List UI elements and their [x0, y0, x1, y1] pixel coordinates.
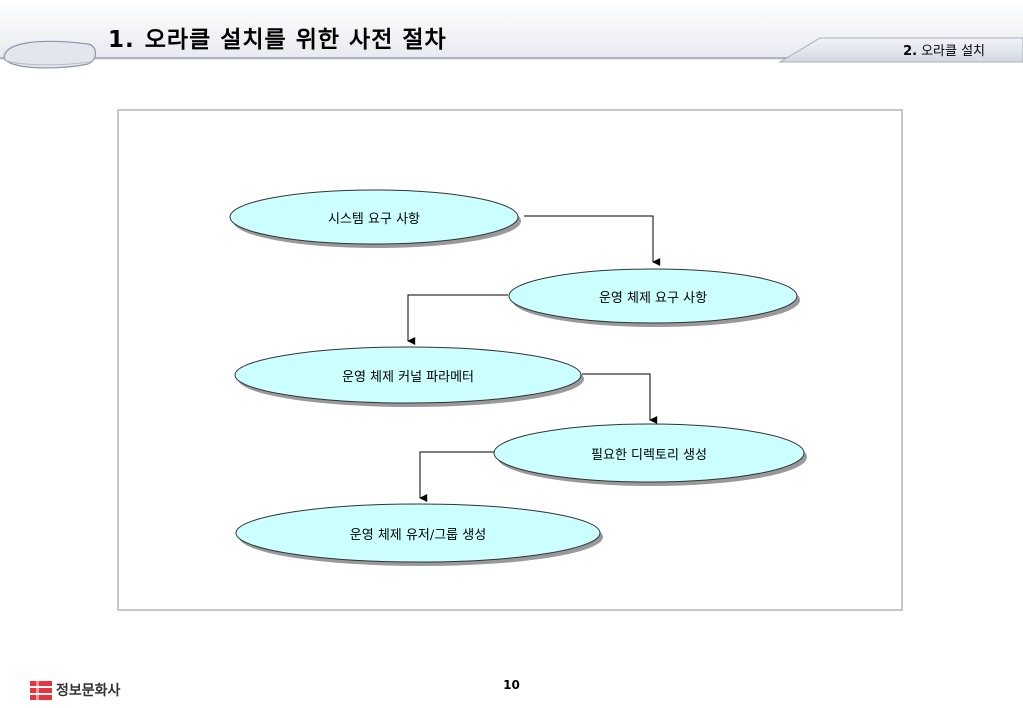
- slide-header: 1. 오라클 설치를 위한 사전 절차 2.오라클 설치: [0, 0, 1023, 72]
- node-os-requirements: [508, 268, 800, 327]
- mouse-decoration-icon: [3, 40, 97, 69]
- header-background: [0, 0, 1023, 69]
- connector-3-4: [582, 373, 658, 424]
- node-create-directories: [493, 423, 807, 486]
- node-label: 운영 체제 유저/그룹 생성: [349, 528, 487, 543]
- section-label: 2.오라클 설치: [903, 40, 985, 59]
- node-label: 운영 체제 요구 사항: [598, 291, 708, 306]
- diagram-frame: [117, 109, 903, 611]
- publisher-logo-icon: [30, 681, 52, 700]
- section-number: 2.: [903, 44, 918, 59]
- node-label: 운영 체제 커널 파라메터: [342, 370, 474, 385]
- page-number: 10: [503, 678, 520, 692]
- page-title: 1. 오라클 설치를 위한 사전 절차: [108, 20, 447, 54]
- node-label: 시스템 요구 사항: [328, 212, 420, 227]
- connector-2-3: [407, 294, 508, 345]
- title-number: 1.: [108, 27, 135, 53]
- connector-1-2: [524, 215, 661, 266]
- section-title: 오라클 설치: [921, 44, 985, 59]
- publisher-name: 정보문화사: [56, 683, 121, 699]
- node-label: 필요한 디렉토리 생성: [591, 448, 707, 463]
- node-system-requirements: [229, 189, 521, 248]
- title-text: 오라클 설치를 위한 사전 절차: [144, 27, 447, 53]
- node-kernel-parameters: [234, 346, 584, 407]
- node-create-users-groups: [235, 503, 603, 566]
- connector-4-5: [419, 451, 494, 502]
